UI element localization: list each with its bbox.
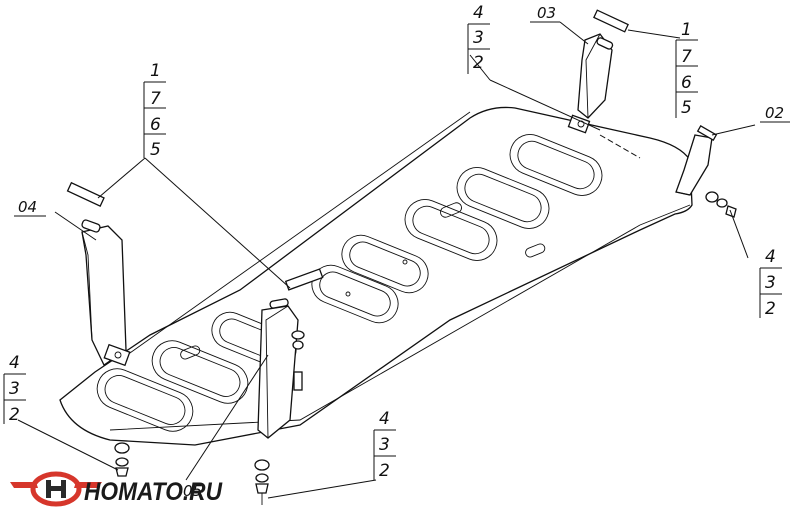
callout-right-upper: 1 7 6 5 [675, 20, 698, 118]
bracket-02 [675, 125, 718, 196]
callout-left-upper: 1 7 6 5 [143, 61, 166, 160]
callout-value: 4 [473, 3, 484, 23]
callout-value: 1 [681, 20, 692, 40]
callout-value: 4 [379, 409, 390, 429]
callout-left-lower: 4 3 2 [3, 353, 26, 425]
logo-h-emblem [46, 480, 66, 498]
callout-value: 1 [150, 61, 161, 81]
leader-lines [17, 21, 756, 499]
part-labels: 03 02 04 05 [14, 4, 790, 500]
bracket-05 [257, 268, 324, 439]
part-label-02: 02 [765, 104, 784, 122]
part-label-05: 05 [183, 482, 202, 500]
callout-value: 6 [150, 115, 161, 135]
callout-value: 3 [473, 28, 484, 48]
callout-value: 2 [379, 461, 390, 481]
callout-value: 4 [9, 353, 20, 373]
bracket-04 [66, 181, 131, 367]
hardware [114, 191, 737, 505]
callout-value: 4 [765, 247, 776, 267]
callout-value: 3 [379, 435, 390, 455]
logo-ring [30, 471, 82, 507]
callout-value: 3 [765, 273, 776, 293]
callout-value: 2 [765, 299, 776, 319]
logo-wing-left [10, 482, 38, 488]
callout-top-center: 4 3 2 [467, 3, 490, 74]
callout-value: 2 [9, 405, 20, 425]
callout-value: 6 [681, 73, 692, 93]
part-label-03: 03 [537, 4, 556, 22]
callout-value: 3 [9, 379, 20, 399]
callout-value: 5 [150, 140, 161, 160]
skid-plate [59, 106, 693, 446]
part-label-04: 04 [18, 198, 37, 216]
callout-value: 5 [681, 98, 692, 118]
logo-wordmark: HOMATO.RU [84, 478, 223, 506]
bracket-03 [567, 9, 629, 134]
plate-slots [96, 134, 603, 432]
logo-wing-right [74, 482, 102, 488]
homato-logo: HOMATO.RU [10, 471, 223, 507]
callout-center-bottom: 4 3 2 [373, 409, 396, 481]
callout-value: 7 [150, 89, 161, 109]
callout-value: 2 [473, 53, 484, 73]
callout-right-middle: 4 3 2 [759, 247, 782, 319]
callout-value: 7 [681, 47, 692, 67]
